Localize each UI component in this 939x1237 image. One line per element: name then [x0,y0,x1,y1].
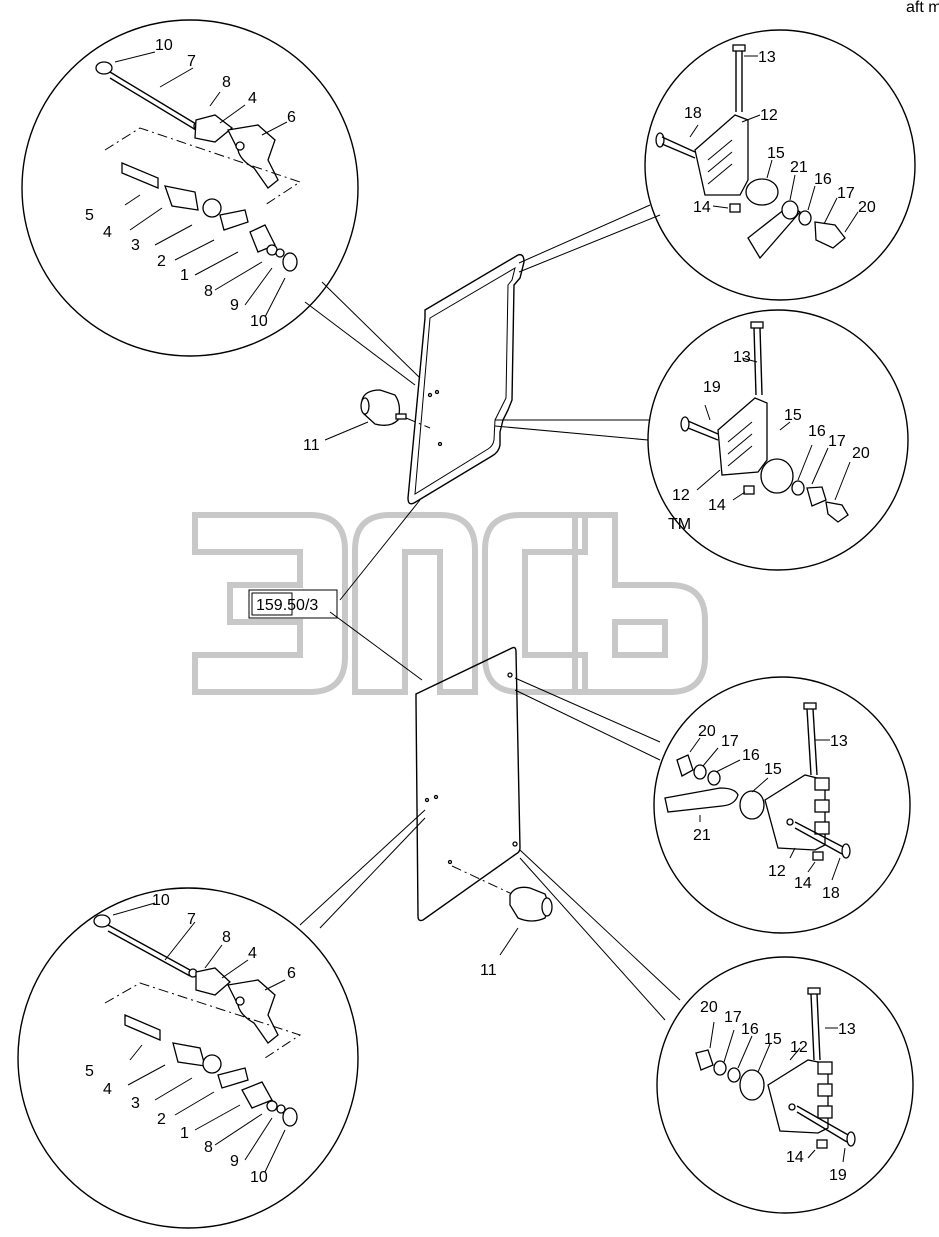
callout-11-lower: 11 [480,962,497,979]
callout-5: 5 [85,207,94,224]
callout-16c: 16 [742,747,760,764]
callout-9: 9 [230,297,239,314]
callout-4b: 4 [103,224,112,241]
callout-4: 4 [248,90,257,107]
detail-view-bottom-right: 13 20 17 16 15 12 14 19 [656,956,914,1214]
callout-4d: 4 [103,1081,112,1098]
callout-10b: 10 [250,313,268,330]
callout-1b: 1 [180,1125,189,1142]
upper-latch-11 [360,389,431,429]
lower-latch-11 [451,865,553,922]
callout-20: 20 [858,199,876,216]
detail-view-top-left: 10 7 8 4 6 5 4 3 2 1 8 9 10 [21,19,359,357]
callout-3b: 3 [131,1095,140,1112]
callout-18b: 18 [822,885,840,902]
callout-11-upper: 11 [303,437,320,454]
callout-14b: 14 [708,497,726,514]
callout-15: 15 [767,145,785,162]
panel-leader-lines [299,204,681,1021]
callout-3: 3 [131,237,140,254]
detail-view-mid-right: 13 19 15 16 17 20 12 14 [647,309,909,571]
callout-13d: 13 [838,1021,856,1038]
callout-12d: 12 [790,1039,808,1056]
callout-16b: 16 [808,423,826,440]
callout-20b: 20 [852,445,870,462]
reference-code: 159.50/3 [256,597,318,614]
callout-13b: 13 [733,349,751,366]
callout-16d: 16 [741,1021,759,1038]
callout-2b: 2 [157,1111,166,1128]
callout-14: 14 [693,199,711,216]
callout-8c: 8 [222,929,231,946]
corner-mark: aft me [906,0,939,16]
upper-door-panel [407,253,525,505]
callout-10d: 10 [250,1169,268,1186]
callout-7b: 7 [187,911,196,928]
callout-19b: 19 [829,1167,847,1184]
callout-9b: 9 [230,1153,239,1170]
detail-view-top-right: 13 18 12 15 21 16 17 20 14 [644,29,916,301]
callout-12c: 12 [768,863,786,880]
callout-17d: 17 [724,1009,742,1026]
callout-2: 2 [157,253,166,270]
callout-16: 16 [814,171,832,188]
detail-view-lower-right: 13 20 17 16 15 21 12 14 18 [653,676,911,934]
callout-1: 1 [180,267,189,284]
lower-door-panel [415,646,521,922]
callout-14c: 14 [794,875,812,892]
callout-19: 19 [703,379,721,396]
callout-8d: 8 [204,1139,213,1156]
callout-8b: 8 [204,283,213,300]
callout-20d: 20 [700,999,718,1016]
callout-17: 17 [837,185,855,202]
callout-10c: 10 [152,892,170,909]
callout-21: 21 [790,159,808,176]
callout-6: 6 [287,109,296,126]
callout-13: 13 [758,49,776,66]
callout-12: 12 [760,107,778,124]
callout-14d: 14 [786,1149,804,1166]
callout-20c: 20 [698,723,716,740]
callout-7: 7 [187,53,196,70]
detail-view-bottom-left: 10 7 8 4 6 5 4 3 2 1 8 9 10 [17,887,359,1229]
main-callouts: 11 11 [303,421,519,979]
callout-5b: 5 [85,1063,94,1080]
callout-15c: 15 [764,761,782,778]
callout-15b: 15 [784,407,802,424]
callout-15d: 15 [764,1031,782,1048]
callout-13c: 13 [830,733,848,750]
callout-10: 10 [155,37,173,54]
callout-12b: 12 [672,487,690,504]
callout-18: 18 [684,105,702,122]
callout-21b: 21 [693,827,711,844]
reference-code-box: 159.50/3 [248,589,338,619]
callout-8: 8 [222,74,231,91]
callout-4c: 4 [248,945,257,962]
callout-6b: 6 [287,965,296,982]
callout-17c: 17 [721,733,739,750]
callout-17b: 17 [828,433,846,450]
